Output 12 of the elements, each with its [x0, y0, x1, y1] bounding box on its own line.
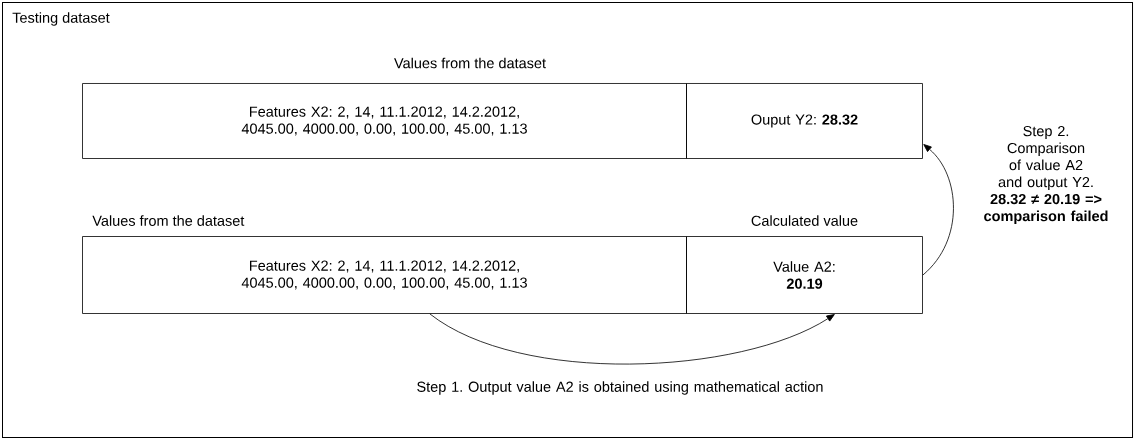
- table-cell: Features X2: 2, 14, 11.1.2012, 14.2.2012, 4045.00, 4000.00, 0.00, 100.00, 45.00, 1.13: [82, 83, 687, 159]
- table-cell: Value A2: 20.19: [686, 236, 923, 314]
- column-heading: Values from the dataset: [92, 215, 245, 226]
- frame-title: Testing dataset: [12, 12, 110, 26]
- edge-label: Step 2. Comparison of value A2 and output Y2. 28.32 ≠ 20.19 => comparison failed: [984, 125, 1108, 225]
- edge-label: Step 1. Output value A2 is obtained using mathematical action: [417, 381, 823, 395]
- table-cell: Features X2: 2, 14, 11.1.2012, 14.2.2012, 4045.00, 4000.00, 0.00, 100.00, 45.00, 1.13: [82, 236, 687, 314]
- curved-arrow: [429, 313, 835, 365]
- column-heading: Calculated value: [751, 215, 858, 226]
- table-cell: Ouput Y2: 28.32: [686, 83, 923, 159]
- curved-arrow: [922, 144, 954, 276]
- column-heading: Values from the dataset: [394, 57, 546, 69]
